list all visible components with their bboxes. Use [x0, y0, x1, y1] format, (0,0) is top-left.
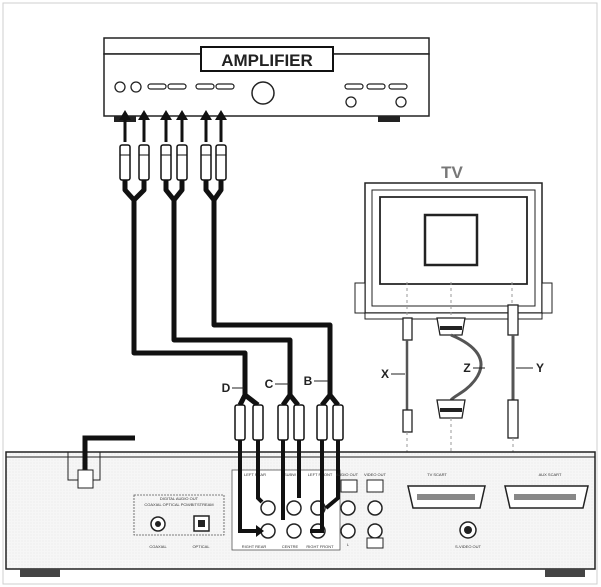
cable-label-y: Y — [536, 361, 544, 375]
rca-plug — [138, 144, 150, 181]
audio-r-jack — [340, 500, 356, 516]
dvd-rear-panel: DIGITAL AUDIO OUT COAXIAL OPTICAL PCM/BI… — [5, 435, 596, 577]
cable-c-split — [280, 393, 300, 407]
tv-body — [364, 182, 543, 314]
rca-plug — [252, 404, 264, 441]
rca-plug — [176, 144, 188, 181]
digital-audio-out-sub: COAXIAL OPTICAL PCM/BITSTREAM — [144, 502, 213, 507]
amplifier-label: AMPLIFIER — [221, 51, 313, 70]
rca-plug — [316, 404, 328, 441]
amplifier-slot — [167, 83, 187, 90]
rca-plugs-top — [119, 144, 227, 181]
amplifier-slot — [215, 83, 235, 90]
centre-jack — [286, 523, 302, 539]
amplifier-label-box — [200, 46, 334, 72]
rca-plug — [215, 144, 227, 181]
tv-bezel — [371, 189, 536, 307]
amplifier-knob — [130, 81, 142, 93]
amplifier-slot — [388, 83, 408, 90]
rca-plug — [234, 404, 246, 441]
tv-picture — [423, 213, 479, 267]
power-cord — [82, 435, 135, 482]
rca-plug — [119, 144, 131, 181]
audio-out-label: AUDIO OUT — [336, 472, 359, 477]
tv-cables: X Z Y — [381, 282, 544, 526]
centre-label: CENTRE — [282, 544, 299, 549]
rca-plugs-bottom — [234, 404, 344, 441]
video-plug-bottom — [402, 409, 413, 433]
cable-label-b: B — [304, 374, 313, 388]
amplifier: AMPLIFIER — [103, 37, 430, 122]
right-rear-label: RIGHT REAR — [242, 544, 267, 549]
coaxial-label: COAXIAL — [149, 544, 167, 549]
cable-b — [203, 180, 333, 395]
video-out-jack — [367, 500, 383, 516]
cable-label-z: Z — [463, 361, 470, 375]
optical-label: OPTICAL — [192, 544, 210, 549]
arrow-icon — [160, 110, 172, 120]
arrow-icon — [176, 110, 188, 120]
arrow-icon — [119, 110, 131, 120]
panel-foot — [20, 569, 60, 577]
amplifier-knob — [395, 96, 407, 108]
audio-cables — [122, 180, 340, 407]
input-arrows — [119, 110, 227, 142]
s-video-label: S-VIDEO OUT — [455, 544, 482, 549]
amplifier-slot — [147, 83, 167, 90]
tv-scart-label: TV SCART — [427, 472, 447, 477]
cable-label-x: X — [381, 367, 389, 381]
right-front-label: RIGHT FRONT — [306, 544, 334, 549]
video-plug-top — [402, 317, 413, 341]
cable-d — [122, 180, 248, 395]
subwoofer-jack — [286, 500, 302, 516]
amplifier-volume-knob — [251, 81, 275, 105]
rca-plug — [293, 404, 305, 441]
rca-plug — [160, 144, 172, 181]
svideo-plug-top — [507, 304, 519, 336]
amplifier-slot — [344, 83, 364, 90]
digital-audio-out-label: DIGITAL AUDIO OUT — [160, 496, 199, 501]
panel-foot — [545, 569, 585, 577]
tv-screen — [379, 196, 528, 285]
video-out-label: VIDEO OUT — [364, 472, 387, 477]
left-rear-jack — [260, 500, 276, 516]
cable-label-c: C — [265, 377, 274, 391]
rca-plug — [332, 404, 344, 441]
cable-b-split — [320, 393, 340, 407]
amplifier-slot — [195, 83, 215, 90]
amplifier-knob — [345, 96, 357, 108]
subwoofer-label: SUBW — [284, 472, 296, 477]
svideo-plug-bottom — [507, 399, 519, 439]
rca-plug — [200, 144, 212, 181]
l-label: L — [347, 542, 350, 547]
arrow-icon — [138, 110, 150, 120]
cable-label-d: D — [222, 381, 231, 395]
video-out-jack-2 — [367, 523, 383, 539]
tv-label: TV — [441, 163, 463, 182]
tv: TV — [354, 163, 553, 320]
cable-c — [163, 180, 293, 395]
rca-plug — [277, 404, 289, 441]
audio-l-jack — [340, 523, 356, 539]
arrow-icon — [200, 110, 212, 120]
amplifier-knob — [114, 81, 126, 93]
arrow-icon — [215, 110, 227, 120]
arrow-icon — [256, 525, 264, 537]
cable-z — [449, 333, 483, 402]
amplifier-foot-right — [378, 116, 400, 122]
left-rear-label: LEFT REAR — [244, 472, 266, 477]
aux-scart-label: AUX SCART — [539, 472, 562, 477]
cable-d-split — [237, 393, 260, 407]
amplifier-slot — [366, 83, 386, 90]
